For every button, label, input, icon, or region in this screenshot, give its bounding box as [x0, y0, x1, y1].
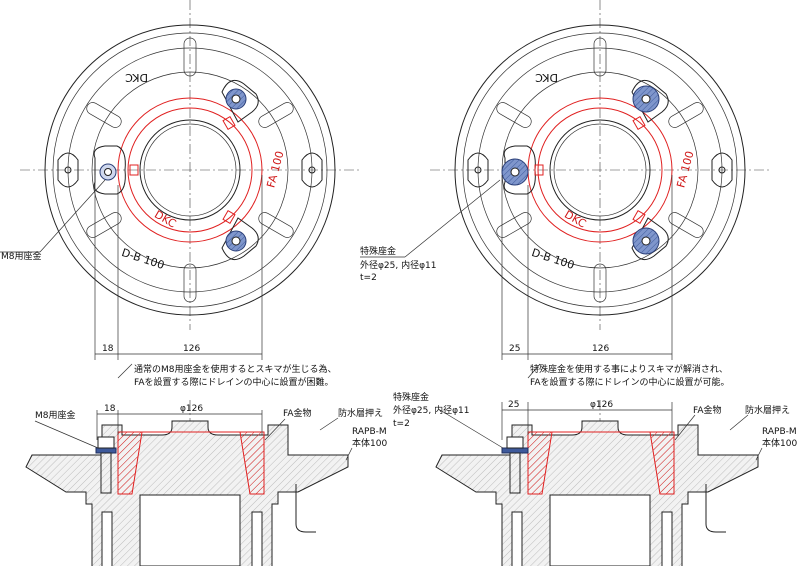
left-section-label-rapb1: RAPB-M — [352, 427, 387, 437]
left-plan-bolt-bottom — [221, 217, 259, 261]
right-plan-dim-25: 25 — [509, 344, 520, 354]
right-section-label-washer3: t=2 — [393, 419, 410, 429]
right-plan-callout-1: 特殊座金 — [360, 245, 396, 257]
left-note-line1: 通常のM8用座金を使用するとスキマが生じる為、 — [134, 363, 337, 375]
left-plan-bore-inner — [143, 123, 237, 217]
right-section-label-rapb2: 本体100 — [762, 437, 797, 449]
left-plan-callout-washer: M8用座金 — [1, 250, 42, 262]
right-section-label-fa: FA金物 — [693, 404, 722, 416]
left-section-washer — [95, 447, 117, 454]
right-plan-fa100: FA 100 — [674, 150, 696, 189]
left-plan-fa-outer — [117, 97, 263, 243]
right-plan-dimensions — [501, 175, 673, 360]
right-plan-bolt-top — [631, 79, 669, 123]
right-section-dim-126: φ126 — [590, 400, 613, 410]
right-section-view: 特殊座金 外径φ25, 内径φ11 t=2 25 φ126 FA金物 防水層押え… — [393, 391, 797, 566]
left-section-label-washer: M8用座金 — [35, 409, 76, 421]
left-section-fa-right — [239, 431, 265, 495]
left-plan-view: DKC D-B 100 FA 100 DKC M8用座金 18 126 通常のM… — [0, 0, 360, 388]
left-plan-mid-ring — [91, 71, 289, 269]
right-plan-slots — [496, 37, 704, 303]
left-section-hook — [295, 484, 316, 533]
left-plan-markers — [129, 115, 236, 225]
left-plan-dim-126: 126 — [183, 344, 200, 354]
right-section-washer — [501, 447, 529, 454]
left-note-line2: FAを設置する際にドレインの中心に設置が困難。 — [134, 376, 334, 388]
right-plan-bolt-bottom — [631, 217, 669, 261]
right-plan-lugs — [467, 152, 733, 188]
right-section-label-rapb1: RAPB-M — [762, 427, 797, 437]
right-section-label-washer1: 特殊座金 — [393, 391, 429, 403]
left-plan-bore — [139, 119, 241, 221]
right-section-label-washer2: 外径φ25, 内径φ11 — [393, 404, 470, 416]
left-plan-slots — [86, 37, 294, 303]
right-section-bolt — [509, 452, 521, 494]
left-section-label-waterproof: 防水層押え — [338, 407, 383, 419]
right-note-line2: FAを設置する際にドレインの中心に設置が可能。 — [530, 376, 730, 388]
left-section-dim-126: φ126 — [180, 404, 203, 414]
left-plan-dkc-body: DKC — [125, 71, 148, 84]
left-plan-dimensions — [94, 175, 263, 360]
right-section-fa-left — [527, 431, 553, 495]
left-section-dim-18: 18 — [104, 404, 116, 414]
left-plan-db100: D-B 100 — [120, 246, 166, 272]
left-plan-fa100: FA 100 — [264, 150, 286, 189]
left-section-bolt — [100, 452, 112, 494]
left-plan-callout-line — [39, 179, 106, 253]
right-section-fa-right — [649, 431, 675, 495]
left-plan-outer-ring — [44, 24, 336, 316]
left-plan-dim-18: 18 — [102, 344, 114, 354]
left-plan-bolt-left — [93, 145, 126, 195]
left-plan-outer-ring-inner — [52, 32, 328, 308]
right-plan-dkc-body: DKC — [535, 71, 558, 84]
right-plan-callout-2: 外径φ25, 内径φ11 — [360, 259, 437, 271]
right-plan-dim-126: 126 — [592, 344, 609, 354]
right-note-line1: 特殊座金を使用する事によりスキマが解消され、 — [530, 363, 728, 375]
left-plan-fa-mid — [127, 107, 253, 233]
left-section-fa-left — [117, 431, 143, 495]
right-section-dim-25: 25 — [508, 400, 519, 410]
left-plan-lugs — [57, 152, 323, 188]
right-plan-view: DKC D-B 100 FA 100 DKC 特殊座金 外径φ25, 内径φ11… — [360, 0, 770, 388]
left-section-label-rapb2: 本体100 — [352, 437, 387, 449]
left-section-view: M8用座金 18 φ126 FA金物 防水層押え RAPB-M 本体100 — [25, 400, 387, 566]
right-section-pipe — [549, 494, 651, 566]
right-section-label-waterproof: 防水層押え — [745, 404, 790, 416]
left-section-label-fa: FA金物 — [283, 407, 312, 419]
right-plan-callout-3: t=2 — [360, 273, 377, 283]
right-plan-outer-ring — [454, 24, 746, 316]
left-plan-bolt-top — [221, 79, 259, 123]
left-section-pipe — [139, 494, 241, 566]
right-plan-db100: D-B 100 — [530, 246, 576, 272]
left-plan-grate-ring — [67, 47, 313, 293]
